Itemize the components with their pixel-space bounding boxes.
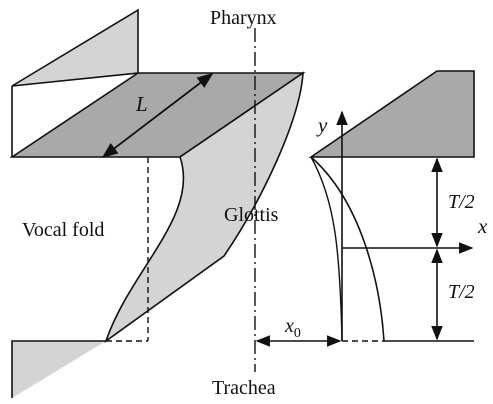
half-thickness-bottom-label: T/2 [448,281,475,303]
left-fold-back-wall [11,8,139,87]
vocal-fold-label: Vocal fold [22,219,104,241]
length-label: L [135,92,148,116]
y-axis-label: y [316,113,328,137]
offset-label: x0 [284,315,301,341]
length-arrow [101,73,214,158]
half-thickness-top-label: T/2 [448,191,475,213]
left-fold-base [12,341,106,398]
right-fold-top-face [308,70,475,158]
x-axis-label: x [477,214,488,238]
trachea-label: Trachea [212,377,276,399]
offset-label-main: x [284,315,294,337]
left-vocal-fold [9,8,306,398]
left-fold-base-outline [11,340,106,398]
glottis-label: Glottis [224,204,279,226]
right-vocal-fold [255,70,475,347]
right-fold-profile [310,156,385,342]
right-fold-profile-mirror [310,156,343,342]
offset-label-subscript: 0 [294,326,301,341]
pharynx-label: Pharynx [210,7,277,29]
left-fold-medial-surface [104,71,304,344]
